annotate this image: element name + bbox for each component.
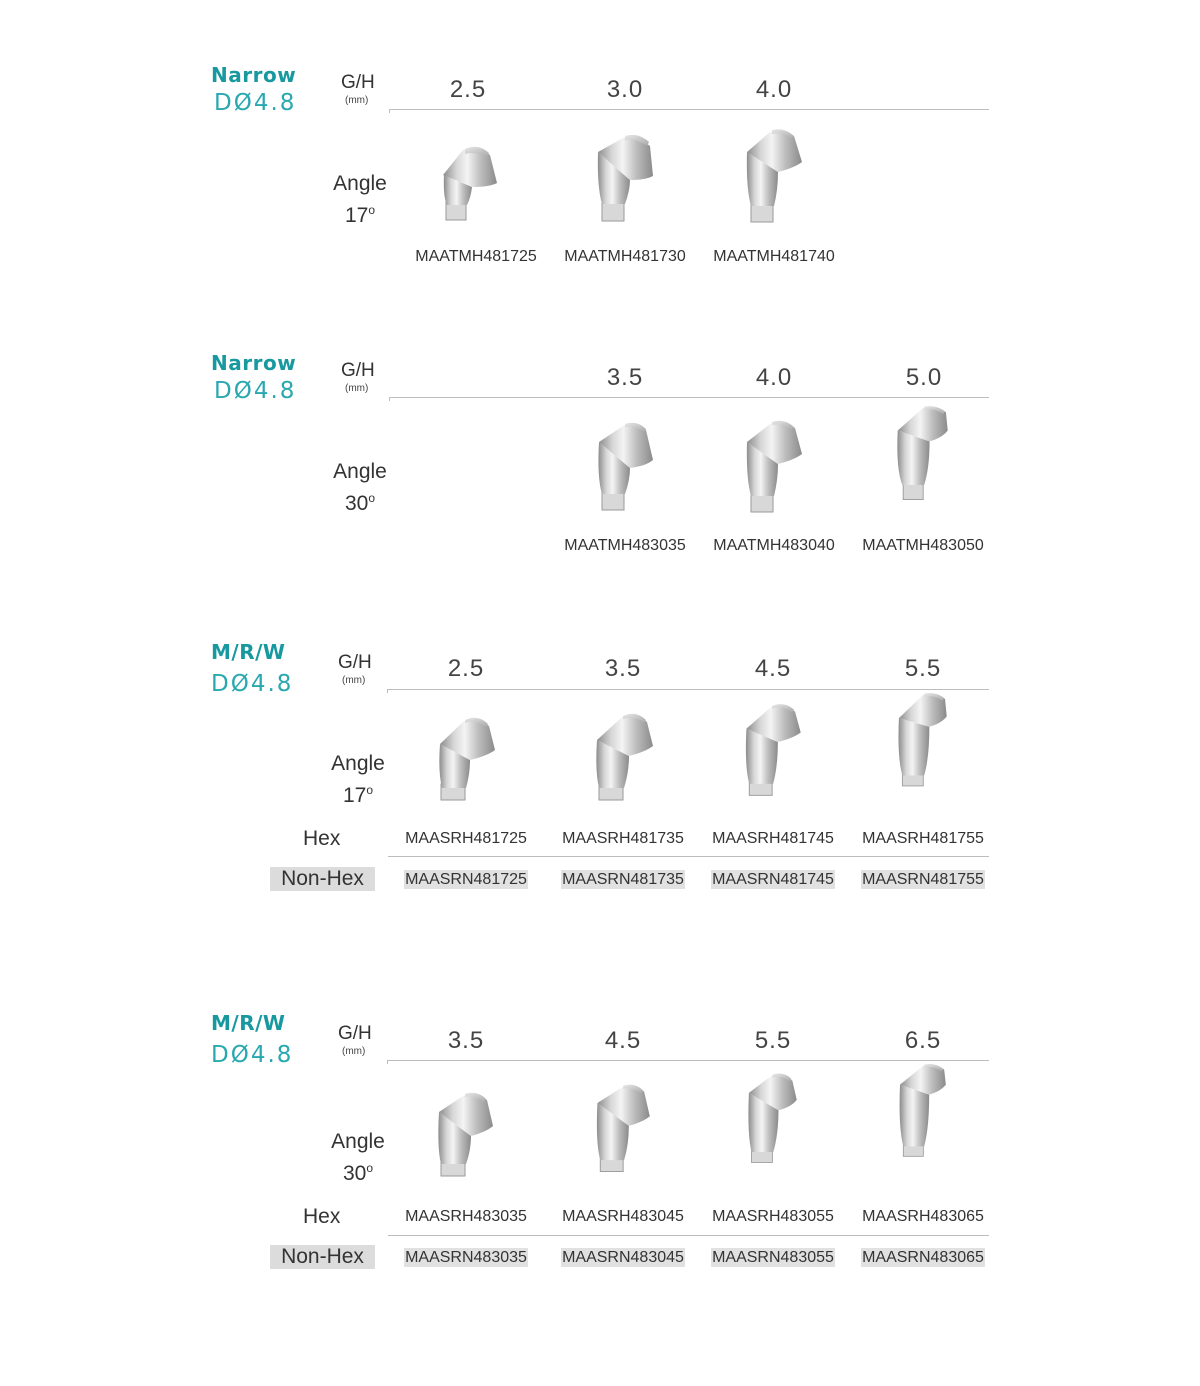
abutment-image (898, 693, 947, 787)
nonhex-code: MAASRN483055 (711, 1248, 835, 1267)
gh-label: G/H (341, 360, 375, 381)
nonhex-code: MAASRN483045 (561, 1248, 685, 1267)
abutment-image (897, 406, 948, 500)
gh-label: G/H (338, 1023, 372, 1044)
gh-label: G/H (338, 652, 372, 673)
height-value: 5.0 (905, 364, 943, 391)
product-code: MAATMH483040 (713, 537, 835, 554)
nonhex-code: MAASRN481725 (404, 870, 528, 889)
abutment-image (748, 1073, 797, 1163)
angle-text: Angle (331, 752, 385, 775)
section-title: Narrow (211, 351, 297, 375)
header-rule (389, 109, 989, 113)
header-rule (387, 1060, 989, 1064)
abutment-image (597, 134, 653, 222)
height-value: 3.5 (606, 364, 644, 391)
angle-value: 30o (344, 491, 376, 515)
angle-label: Angle 17o (320, 170, 400, 229)
angle-text: Angle (333, 460, 387, 483)
abutment-image (899, 1063, 946, 1157)
hex-row-label: Hex (303, 827, 341, 850)
section-diameter: DØ4.8 (214, 90, 297, 116)
mm-label: (mm) (342, 1046, 366, 1057)
abutment-image (598, 422, 653, 511)
height-value: 5.5 (904, 655, 942, 682)
height-value: 2.5 (447, 655, 485, 682)
height-value: 5.5 (754, 1027, 792, 1054)
row-divider (388, 856, 989, 857)
mm-label: (mm) (345, 383, 369, 394)
hex-code: MAASRH481755 (862, 830, 984, 847)
height-value: 4.5 (604, 1027, 642, 1054)
height-value: 4.0 (755, 76, 793, 103)
angle-value: 17o (342, 783, 374, 807)
nonhex-code: MAASRN483065 (861, 1248, 985, 1267)
nonhex-code: MAASRN481755 (861, 870, 985, 889)
product-code: MAATMH481730 (564, 248, 686, 265)
hex-code: MAASRH483035 (405, 1208, 527, 1225)
abutment-image (438, 1092, 493, 1177)
angle-text: Angle (331, 1130, 385, 1153)
section-title: Narrow (211, 63, 297, 87)
section-diameter: DØ4.8 (211, 671, 294, 697)
hex-code: MAASRH481725 (405, 830, 527, 847)
section-diameter: DØ4.8 (211, 1042, 294, 1068)
header-rule (387, 689, 989, 693)
height-value: 6.5 (904, 1027, 942, 1054)
section-diameter: DØ4.8 (214, 378, 297, 404)
abutment-image (439, 717, 495, 801)
height-value: 4.5 (754, 655, 792, 682)
angle-value: 30o (342, 1161, 374, 1185)
height-value: 3.0 (606, 76, 644, 103)
abutment-image (443, 146, 497, 221)
product-code: MAATMH483035 (564, 537, 686, 554)
height-value: 2.5 (449, 76, 487, 103)
angle-label: Angle 30o (318, 1128, 398, 1187)
abutment-image (596, 713, 653, 801)
hex-code: MAASRH483055 (712, 1208, 834, 1225)
angle-text: Angle (333, 172, 387, 195)
height-value: 3.5 (604, 655, 642, 682)
header-rule (389, 397, 989, 401)
gh-label: G/H (341, 72, 375, 93)
nonhex-code: MAASRN483035 (404, 1248, 528, 1267)
product-code: MAATMH483050 (862, 537, 984, 554)
product-code: MAATMH481740 (713, 248, 835, 265)
height-value: 3.5 (447, 1027, 485, 1054)
angle-label: Angle 30o (320, 458, 400, 517)
nonhex-code: MAASRN481735 (561, 870, 685, 889)
abutment-image (746, 129, 802, 223)
section-title: M/R/W (211, 1011, 286, 1035)
abutment-image (746, 420, 802, 513)
section-title: M/R/W (211, 640, 286, 664)
mm-label: (mm) (342, 675, 366, 686)
angle-value: 17o (344, 203, 376, 227)
abutment-image (745, 704, 801, 796)
hex-row-label: Hex (303, 1205, 341, 1228)
hex-code: MAASRH483065 (862, 1208, 984, 1225)
row-divider (388, 1235, 989, 1236)
mm-label: (mm) (345, 95, 369, 106)
product-code: MAATMH481725 (415, 248, 537, 265)
nonhex-code: MAASRN481745 (711, 870, 835, 889)
height-value: 4.0 (755, 364, 793, 391)
hex-code: MAASRH483045 (562, 1208, 684, 1225)
abutment-image (596, 1084, 650, 1172)
nonhex-row-label: Non-Hex (270, 1245, 375, 1269)
hex-code: MAASRH481735 (562, 830, 684, 847)
angle-label: Angle 17o (318, 750, 398, 809)
hex-code: MAASRH481745 (712, 830, 834, 847)
nonhex-row-label: Non-Hex (270, 867, 375, 891)
